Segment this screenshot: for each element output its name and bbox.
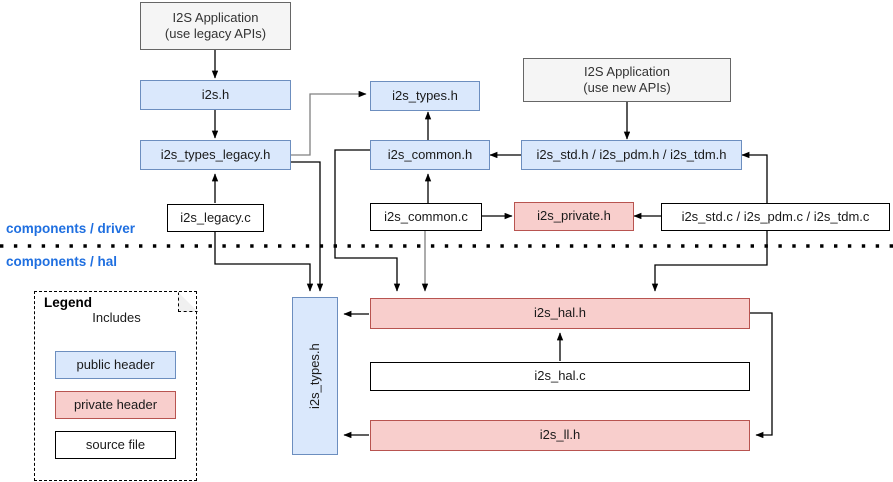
node-app-legacy-line1: I2S Application <box>172 9 259 25</box>
node-i2s-legacy-c-label: i2s_legacy.c <box>180 209 251 225</box>
node-i2s-legacy-c[interactable]: i2s_legacy.c <box>167 204 264 232</box>
node-i2s-h-label: i2s.h <box>201 86 230 102</box>
node-i2s-std-c-label: i2s_std.c / i2s_pdm.c / i2s_tdm.c <box>681 208 870 224</box>
section-label-driver: components / driver <box>6 221 136 236</box>
node-i2s-hal-c[interactable]: i2s_hal.c <box>370 362 750 391</box>
node-i2s-ll-h-label: i2s_ll.h <box>539 427 581 443</box>
node-i2s-types-h-hal[interactable]: i2s_types.h <box>292 297 338 455</box>
legend-includes-label: Includes <box>92 310 141 325</box>
edge-std-c-to-hal-h <box>651 231 768 292</box>
legend-swatch-private-header-label: private header <box>73 396 158 412</box>
node-i2s-types-h-top-label: i2s_types.h <box>392 87 458 103</box>
node-i2s-std-h[interactable]: i2s_std.h / i2s_pdm.h / i2s_tdm.h <box>521 140 742 170</box>
node-i2s-private-h-label: i2s_private.h <box>537 208 611 224</box>
node-i2s-hal-h[interactable]: i2s_hal.h <box>370 298 750 329</box>
node-app-new[interactable]: I2S Application (use new APIs) <box>523 58 731 102</box>
edge-legacy-c-to-types-hal <box>214 231 314 292</box>
edge-common-h-to-types-hal <box>334 149 401 292</box>
node-i2s-common-c[interactable]: i2s_common.c <box>370 203 482 231</box>
legend-swatch-public-header-label: public header <box>76 356 155 372</box>
node-i2s-std-h-label: i2s_std.h / i2s_pdm.h / i2s_tdm.h <box>536 146 727 162</box>
legend-swatch-public-header: public header <box>55 351 176 379</box>
node-i2s-ll-h[interactable]: i2s_ll.h <box>370 420 750 451</box>
legend-swatch-source-file-label: source file <box>85 436 146 452</box>
node-i2s-types-h-top[interactable]: i2s_types.h <box>370 81 480 111</box>
edge-i2s-h-to-types-top <box>290 90 367 156</box>
node-i2s-types-legacy-h[interactable]: i2s_types_legacy.h <box>140 140 291 170</box>
node-app-legacy[interactable]: I2S Application (use legacy APIs) <box>140 2 291 50</box>
node-i2s-hal-c-label: i2s_hal.c <box>534 368 586 384</box>
edge-types-legacy-to-types-hal <box>290 161 324 292</box>
edge-std-c-to-std-h <box>741 151 768 203</box>
node-i2s-std-c[interactable]: i2s_std.c / i2s_pdm.c / i2s_tdm.c <box>661 203 890 231</box>
node-app-legacy-line2: (use legacy APIs) <box>164 26 267 41</box>
node-i2s-types-legacy-h-label: i2s_types_legacy.h <box>160 146 271 162</box>
node-i2s-common-h-label: i2s_common.h <box>387 146 473 162</box>
node-i2s-common-c-label: i2s_common.c <box>384 208 468 224</box>
node-i2s-h[interactable]: i2s.h <box>140 80 291 110</box>
edge-hal-h-to-ll-h <box>750 312 773 439</box>
node-i2s-hal-h-label: i2s_hal.h <box>533 305 587 321</box>
node-i2s-types-h-hal-label: i2s_types.h <box>306 343 322 409</box>
node-i2s-common-h[interactable]: i2s_common.h <box>370 140 490 170</box>
legend-swatch-source-file: source file <box>55 431 176 459</box>
node-app-new-line2: (use new APIs) <box>583 80 671 95</box>
node-app-new-line1: I2S Application <box>583 63 670 79</box>
section-label-hal: components / hal <box>6 254 118 269</box>
legend-swatch-private-header: private header <box>55 391 176 419</box>
legend-title: Legend <box>44 295 93 310</box>
node-i2s-private-h[interactable]: i2s_private.h <box>514 202 634 231</box>
